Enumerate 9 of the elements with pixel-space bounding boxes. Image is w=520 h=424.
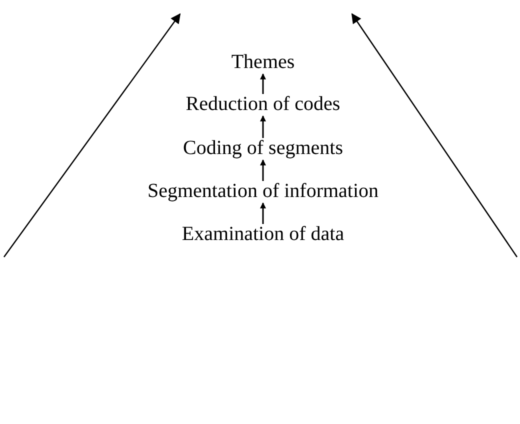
step-label: Reduction of codes bbox=[186, 93, 340, 115]
step-label: Themes bbox=[231, 51, 295, 73]
arrow bbox=[260, 202, 266, 224]
step-label: Examination of data bbox=[182, 223, 344, 245]
arrow bbox=[260, 159, 266, 181]
arrow bbox=[260, 73, 266, 94]
arrow bbox=[260, 115, 266, 138]
step-label: Segmentation of information bbox=[147, 180, 379, 202]
step-label: Coding of segments bbox=[183, 137, 343, 159]
